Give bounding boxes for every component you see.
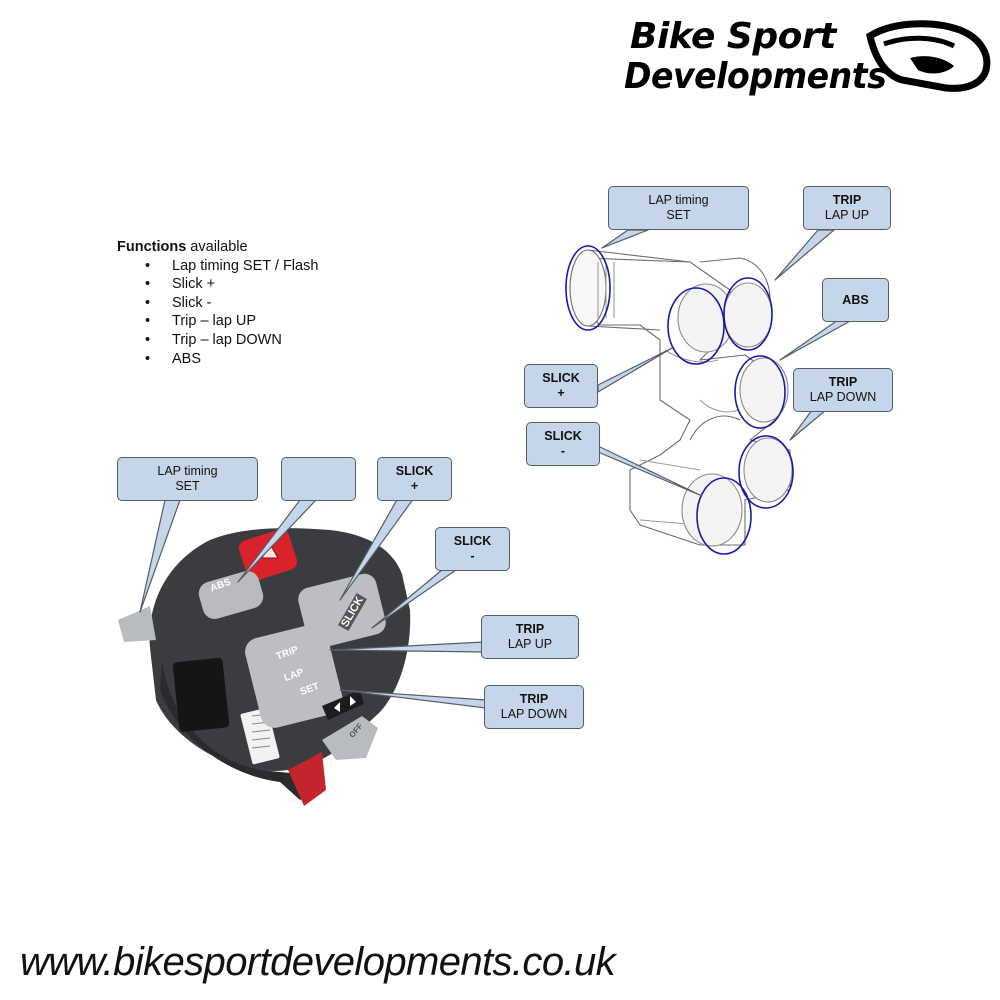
callout-line-2: + (410, 479, 419, 493)
callout-line-2: LAP UP (507, 637, 553, 651)
callout-line-1: ABS (842, 292, 869, 307)
callout-slick-minus: SLICK - (526, 422, 600, 466)
callout-line-2: SET (175, 479, 200, 493)
switch-photo (118, 528, 411, 806)
callout-line-1: SLICK (453, 534, 492, 548)
functions-title-bold: Functions (117, 239, 187, 255)
callout-line-2: LAP UP (824, 208, 870, 222)
callout-line-1: TRIP (515, 622, 545, 636)
callout-line-1: TRIP (519, 692, 549, 706)
function-item: Trip – lap UP (117, 312, 318, 331)
functions-list: Functions available Lap timing SET / Fla… (117, 238, 318, 368)
helmet-icon (866, 20, 991, 92)
callout-slick-minus: SLICK - (435, 527, 510, 571)
functions-items: Lap timing SET / Flash Slick + Slick - T… (117, 257, 318, 369)
callout-line-1: SLICK (395, 464, 434, 478)
callout-line-1: SLICK (544, 429, 582, 443)
callout-trip-lap-down: TRIP LAP DOWN (793, 368, 893, 412)
function-item: Lap timing SET / Flash (117, 257, 318, 276)
function-item: Trip – lap DOWN (117, 331, 318, 350)
callout-blank (281, 457, 356, 501)
function-item: Slick + (117, 275, 318, 294)
logo-line-2: Developments (624, 56, 887, 97)
logo-line-1: Bike Sport (630, 16, 836, 57)
callout-line-2: LAP DOWN (500, 707, 568, 721)
callout-line-1: TRIP (832, 193, 862, 207)
photo-callout-pointers (139, 497, 487, 709)
callout-trip-lap-down: TRIP LAP DOWN (484, 685, 584, 729)
callout-line-2: - (470, 549, 475, 563)
callout-line-2: LAP DOWN (809, 390, 877, 404)
functions-title: Functions available (117, 238, 318, 257)
callout-abs: ABS (822, 278, 889, 322)
callout-line-2: SET (666, 208, 691, 222)
functions-title-suffix: available (186, 239, 248, 255)
callout-line-2: + (557, 386, 565, 400)
callout-trip-lap-up: TRIP LAP UP (481, 615, 579, 659)
brand-logo: Bike Sport Developments (622, 14, 992, 106)
callout-line-1: LAP timing (648, 193, 709, 207)
callout-slick-plus: SLICK + (377, 457, 452, 501)
callout-line-2: - (560, 444, 566, 458)
callout-slick-plus: SLICK + (524, 364, 598, 408)
callout-trip-lap-up: TRIP LAP UP (803, 186, 891, 230)
callout-lap-timing-set: LAP timing SET (608, 186, 749, 230)
callout-line-1: TRIP (828, 375, 858, 389)
callout-lap-timing-set: LAP timing SET (117, 457, 258, 501)
callout-line-1: LAP timing (157, 464, 218, 478)
function-item: Slick - (117, 294, 318, 313)
website-url[interactable]: www.bikesportdevelopments.co.uk (20, 940, 616, 984)
diagram-highlight-rings (565, 245, 794, 555)
callout-line-1: SLICK (542, 371, 580, 385)
function-item: ABS (117, 350, 318, 369)
